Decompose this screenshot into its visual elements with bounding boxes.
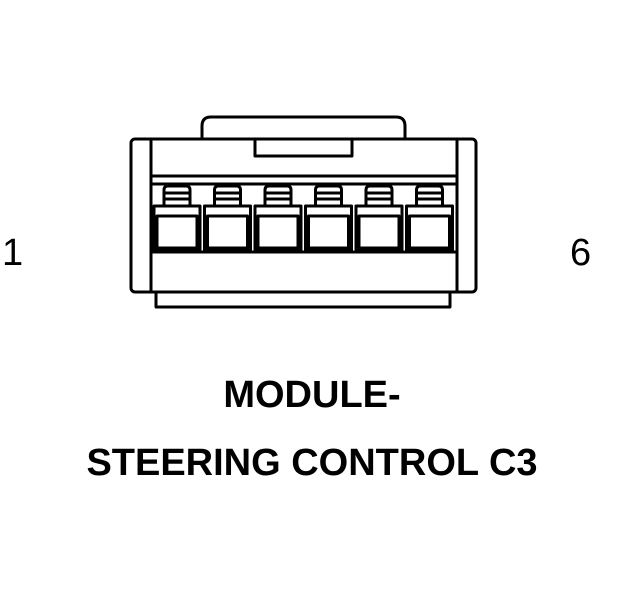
cavity-2 — [206, 214, 249, 250]
cavity-6-retainer — [415, 184, 444, 206]
cavity-row-frame — [149, 182, 459, 254]
cavity-5 — [357, 214, 401, 250]
cavity-2-retainer — [213, 184, 242, 206]
cavity-1 — [155, 214, 199, 250]
cavity-6-frame — [405, 204, 454, 252]
connector-latch — [200, 115, 407, 139]
cavity-1-retainer — [162, 184, 192, 206]
cavity-4 — [307, 214, 350, 250]
cavity-group — [152, 184, 454, 252]
cavity-4-retainer — [314, 184, 343, 206]
cavity-4-frame — [304, 204, 353, 252]
connector-title-line-2: STEERING CONTROL C3 — [86, 442, 538, 484]
cavity-3 — [256, 214, 300, 250]
connector-bottom-skirt — [154, 290, 452, 309]
cavity-3-frame — [253, 204, 303, 252]
cavity-3-retainer — [263, 184, 293, 206]
connector-latch-tab — [253, 137, 354, 158]
cavity-2-frame — [203, 204, 252, 252]
cavity-6 — [408, 214, 451, 250]
connector-title-line-1: MODULE- — [223, 374, 401, 416]
cavity-5-frame — [354, 204, 404, 252]
cavity-1-frame — [152, 204, 202, 252]
pin-6-label: 6 — [570, 232, 592, 274]
cavity-5-retainer — [364, 184, 394, 206]
pin-1-label: 1 — [2, 232, 24, 274]
